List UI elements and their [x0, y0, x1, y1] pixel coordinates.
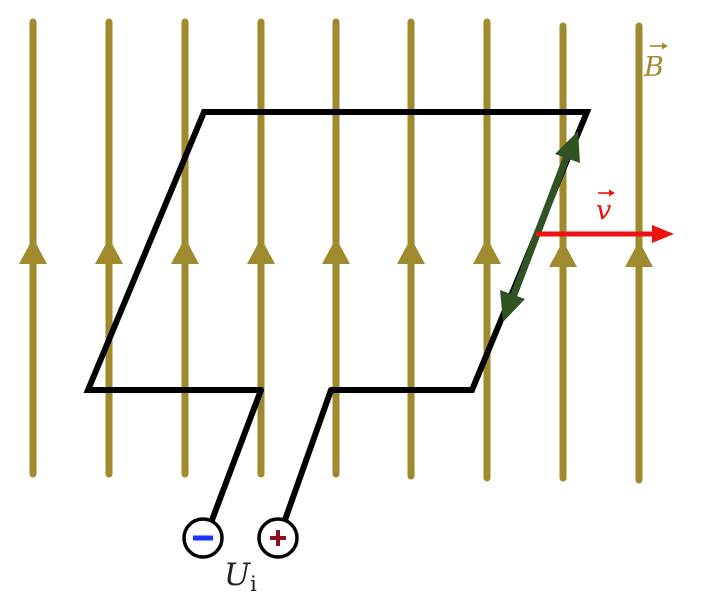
field-line-9 — [625, 22, 653, 484]
terminal-negative — [182, 517, 224, 559]
minus-sign — [193, 535, 213, 541]
field-line-5 — [322, 18, 350, 478]
field-label: B — [643, 42, 668, 83]
moving-rod — [500, 131, 580, 322]
velocity-arrowhead — [652, 225, 674, 243]
lead-wire-negative — [209, 387, 264, 523]
voltage-subscript: i — [250, 572, 257, 596]
field-line-3 — [171, 18, 199, 478]
velocity-label-text: v — [596, 195, 611, 226]
field-label-text: B — [643, 52, 664, 83]
terminal-positive — [257, 517, 299, 559]
rod-arrowhead-bottom — [500, 290, 525, 322]
field-line-1 — [19, 18, 47, 478]
voltage-label-text: Ui — [224, 557, 257, 596]
conductor-loop — [83, 109, 592, 523]
magnetic-field-lines — [19, 18, 653, 484]
rod-arrowhead-top — [555, 131, 580, 163]
field-line-8 — [549, 22, 577, 482]
field-line-4 — [247, 18, 275, 478]
field-line-6 — [397, 18, 425, 480]
velocity-arrow — [536, 225, 674, 243]
velocity-label: v — [596, 189, 615, 226]
voltage-label: Ui — [224, 557, 257, 596]
plus-sign-vertical — [276, 530, 280, 546]
lead-wire-positive — [282, 387, 334, 523]
field-line-7 — [473, 18, 501, 482]
field-line-2 — [95, 18, 123, 478]
